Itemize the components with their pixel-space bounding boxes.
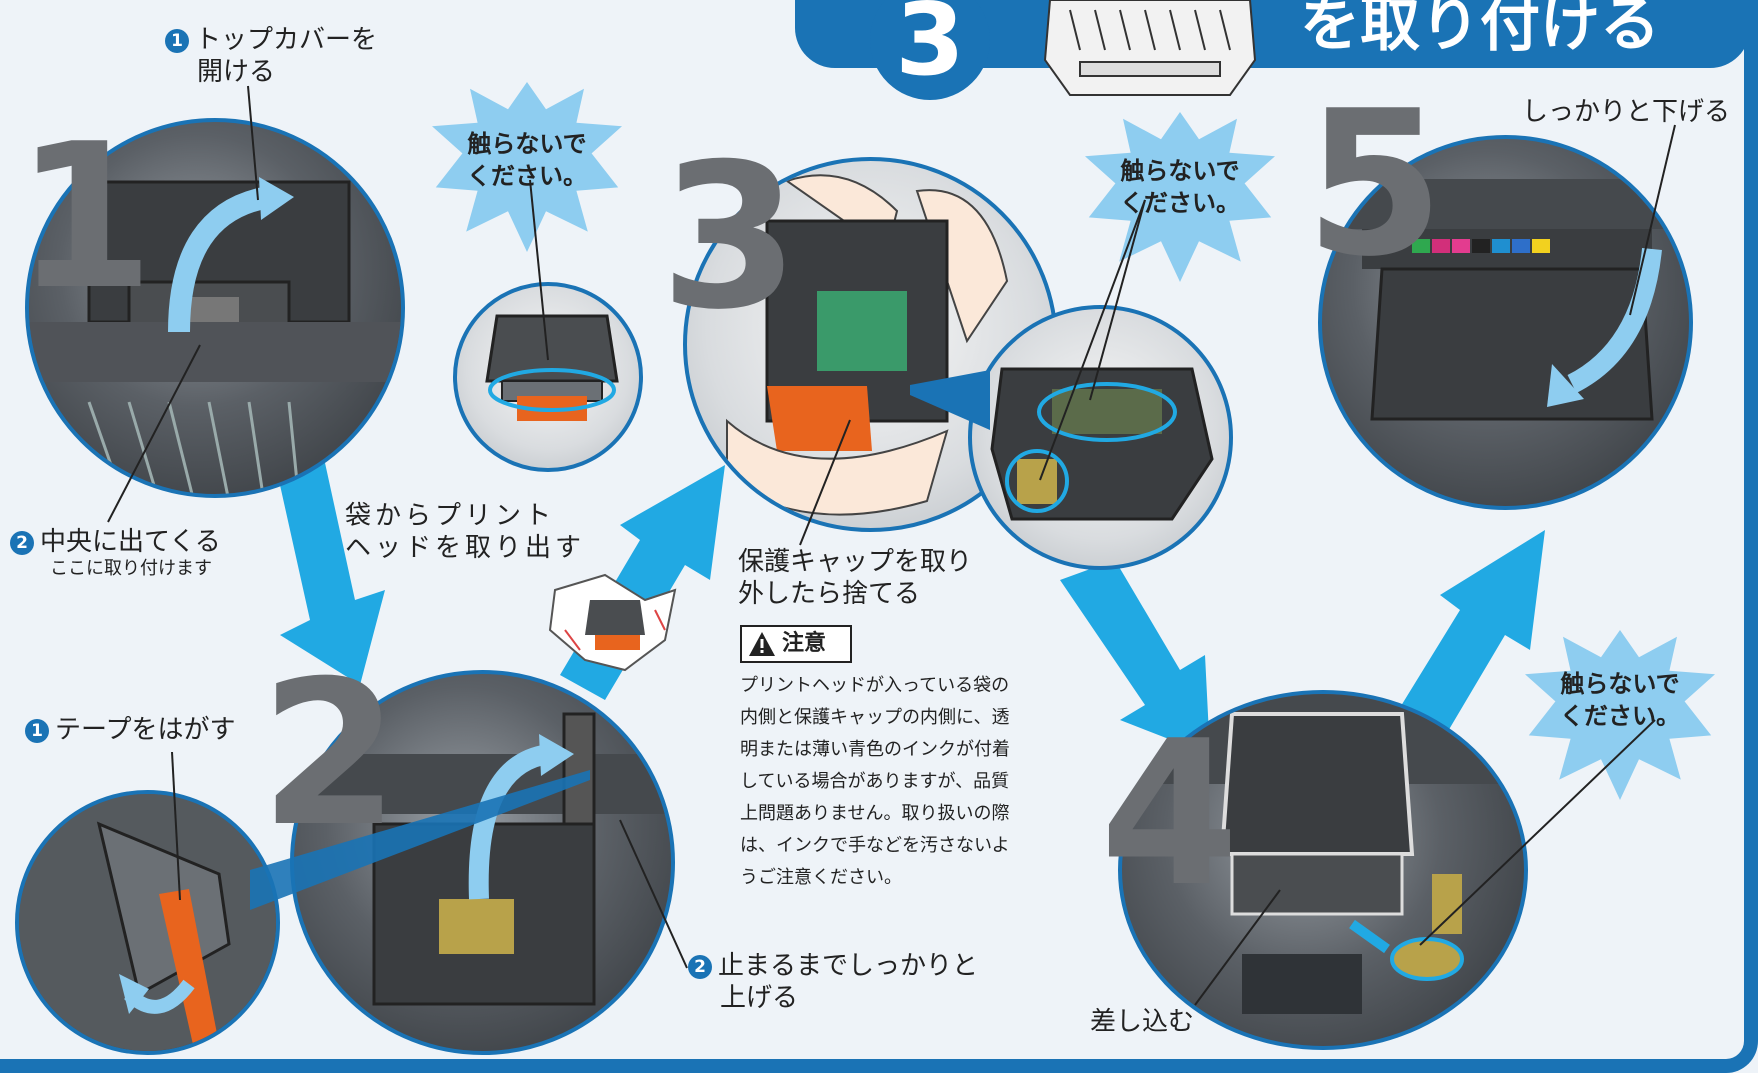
step3-zoom-wedge: [910, 370, 990, 430]
step1-number: 1: [15, 101, 154, 334]
step5-illustration: [1318, 135, 1693, 510]
flow-arrow-4-to-5: [1380, 530, 1545, 770]
step5-lower-lever-label: しっかりと下げる: [1522, 97, 1731, 127]
printhead-header-illustration: [1043, 0, 1257, 96]
warning-text-1: 触らないで ください。: [467, 130, 587, 190]
step3-remove-cap-label: 保護キャップを取り 外したら捨てる: [738, 547, 973, 609]
step2-detail-illustration: [15, 790, 280, 1055]
step1-illustration: [25, 118, 405, 498]
step2-number: 2: [260, 638, 399, 871]
flow-arrow-1-to-2: [270, 440, 385, 685]
step5-number: 5: [1305, 68, 1444, 301]
caution-title: 注意: [740, 625, 852, 663]
step2-zoom-wedge: [250, 770, 590, 910]
printhead-detail-illustration: [453, 282, 643, 472]
step1-marker-1: 1: [165, 29, 189, 53]
step1-marker-2: 2: [10, 531, 34, 555]
step4-illustration: [1118, 690, 1528, 1050]
header-step-number: 3: [870, 0, 990, 100]
caution-text: プリントヘッドが入っている袋の 内側と保護キャップの内側に、透 明または薄い青色…: [740, 675, 1010, 888]
step3-nozzle-art: [990, 367, 1214, 521]
step2-marker-2: 2: [688, 955, 712, 979]
step4-insert-label: 差し込む: [1090, 1007, 1195, 1037]
step2-illustration: [290, 670, 675, 1055]
step3-number: 3: [660, 121, 799, 354]
step2-tape-art: [19, 794, 276, 1051]
step1-center-sublabel: ここに取り付けます: [50, 558, 212, 579]
step4-number: 4: [1100, 698, 1239, 931]
warning-triangle-icon: [749, 632, 775, 656]
warning-text-3: 触らないで ください。: [1560, 670, 1680, 730]
bag-illustration: [548, 573, 677, 672]
step3-detail-illustration: [968, 305, 1233, 570]
step1-printer-art: [29, 177, 401, 494]
header-title: を取り付ける: [1300, 0, 1660, 60]
bag-label: 袋からプリント ヘッドを取り出す: [345, 501, 586, 563]
step5-lock-art: [1322, 179, 1689, 421]
step2-marker-1: 1: [25, 719, 49, 743]
flow-arrow-3-to-4: [1060, 560, 1210, 755]
printhead-small-art: [485, 314, 619, 421]
step2-carriage-art: [294, 712, 671, 1006]
